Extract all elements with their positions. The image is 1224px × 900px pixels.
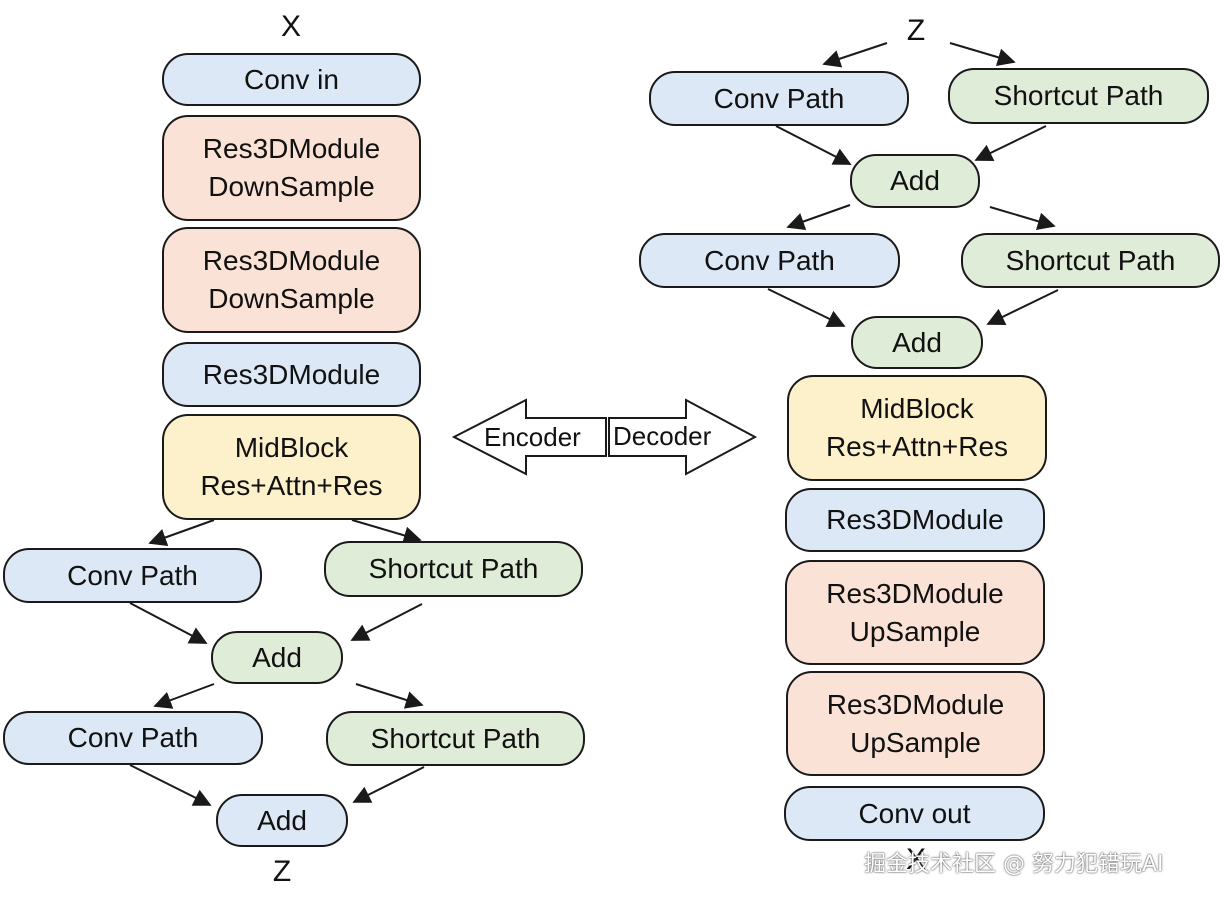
dec-shortcut-path-2-label: Shortcut Path <box>1005 244 1176 276</box>
dec-conv-path-2-label: Conv Path <box>704 244 835 276</box>
decoder-input-var: Z <box>906 14 926 47</box>
edge-dec-z-to-short1 <box>949 42 1016 67</box>
enc-midblock-line1: MidBlock <box>234 432 349 463</box>
dec-res-up-node-2: Res3DModule UpSample <box>786 671 1045 776</box>
enc-res-down-1-line2: DownSample <box>208 171 375 202</box>
enc-shortcut-path-1-label: Shortcut Path <box>368 553 539 584</box>
edge-enc-conv2-to-add2 <box>129 764 212 806</box>
encoder-output-var: Z <box>272 855 292 888</box>
dec-res-up-1-line2: UpSample <box>849 615 981 647</box>
enc-res-down-2-line2: DownSample <box>208 283 375 314</box>
enc-conv-in-node: Conv in <box>162 53 421 106</box>
enc-shortcut-path-node-1: Shortcut Path <box>324 541 583 597</box>
enc-add-2-label: Add <box>257 804 307 836</box>
dec-res-module-node: Res3DModule <box>785 488 1045 552</box>
enc-res-down-2-line1: Res3DModule <box>202 245 381 276</box>
enc-add-node-2: Add <box>216 794 348 847</box>
decoder-arrow-label: Decoder <box>613 421 712 451</box>
edge-dec-short1-to-add1 <box>974 125 1047 162</box>
dec-add-2-label: Add <box>892 326 942 358</box>
encoder-arrow-label: Encoder <box>484 422 581 452</box>
edge-dec-conv1-to-add1 <box>775 125 852 165</box>
decoder-block-arrow <box>608 398 758 476</box>
decoder-output-var: X <box>905 843 926 876</box>
dec-shortcut-path-1-label: Shortcut Path <box>993 80 1164 111</box>
edge-dec-add1-to-short2 <box>989 206 1056 231</box>
dec-midblock-line1: MidBlock <box>860 393 974 424</box>
dec-res-up-node-1: Res3DModule UpSample <box>785 560 1045 665</box>
enc-res-down-node-1: Res3DModule DownSample <box>162 115 421 221</box>
enc-conv-path-node-1: Conv Path <box>3 548 262 603</box>
edge-enc-mid-to-conv1 <box>148 519 215 546</box>
dec-add-node-1: Add <box>850 154 980 208</box>
edge-enc-short1-to-add1 <box>350 603 423 641</box>
dec-conv-path-1-label: Conv Path <box>713 82 845 114</box>
dec-conv-path-node-2: Conv Path <box>639 233 900 288</box>
watermark-text: 掘金技术社区 @ 努力犯错玩AI <box>864 852 1164 877</box>
enc-shortcut-path-node-2: Shortcut Path <box>326 711 585 766</box>
enc-shortcut-path-2-label: Shortcut Path <box>370 722 541 754</box>
dec-add-node-2: Add <box>851 316 983 369</box>
edge-enc-add1-to-short2 <box>355 683 424 709</box>
edge-dec-short2-to-add2 <box>986 289 1059 326</box>
dec-midblock-line2: Res+Attn+Res <box>825 431 1009 462</box>
encoder-block-arrow <box>451 398 607 476</box>
edge-enc-add1-to-conv2 <box>153 683 215 709</box>
enc-res-module-label: Res3DModule <box>202 358 381 390</box>
dec-add-1-label: Add <box>890 165 940 196</box>
dec-res-up-2-line1: Res3DModule <box>826 688 1005 720</box>
enc-conv-in-label: Conv in <box>244 63 339 95</box>
enc-res-module-node: Res3DModule <box>162 342 421 407</box>
enc-add-node-1: Add <box>211 631 343 684</box>
enc-conv-path-2-label: Conv Path <box>67 722 199 753</box>
dec-conv-out-node: Conv out <box>784 786 1045 841</box>
edge-dec-conv2-to-add2 <box>767 288 846 328</box>
enc-midblock-line2: Res+Attn+Res <box>200 470 383 501</box>
enc-res-down-1-line1: Res3DModule <box>202 133 381 164</box>
edge-enc-mid-to-short1 <box>351 519 422 545</box>
dec-shortcut-path-node-2: Shortcut Path <box>961 233 1220 288</box>
enc-conv-path-1-label: Conv Path <box>67 559 198 591</box>
dec-res-module-label: Res3DModule <box>826 504 1004 535</box>
encoder-input-var: X <box>280 10 301 43</box>
dec-res-up-2-line2: UpSample <box>850 726 981 758</box>
dec-conv-path-node-1: Conv Path <box>649 71 909 126</box>
dec-shortcut-path-node-1: Shortcut Path <box>948 68 1209 124</box>
enc-res-down-node-2: Res3DModule DownSample <box>162 227 421 333</box>
dec-midblock-node: MidBlock Res+Attn+Res <box>787 375 1047 481</box>
edge-enc-conv1-to-add1 <box>129 602 208 644</box>
enc-add-1-label: Add <box>252 641 302 673</box>
edge-dec-add1-to-conv2 <box>786 204 851 231</box>
edge-dec-z-to-conv1 <box>822 42 888 68</box>
enc-conv-path-node-2: Conv Path <box>3 711 263 765</box>
dec-conv-out-label: Conv out <box>858 797 971 829</box>
enc-midblock-node: MidBlock Res+Attn+Res <box>162 414 421 520</box>
edge-enc-short2-to-add2 <box>352 766 425 803</box>
dec-res-up-1-line1: Res3DModule <box>826 577 1004 609</box>
